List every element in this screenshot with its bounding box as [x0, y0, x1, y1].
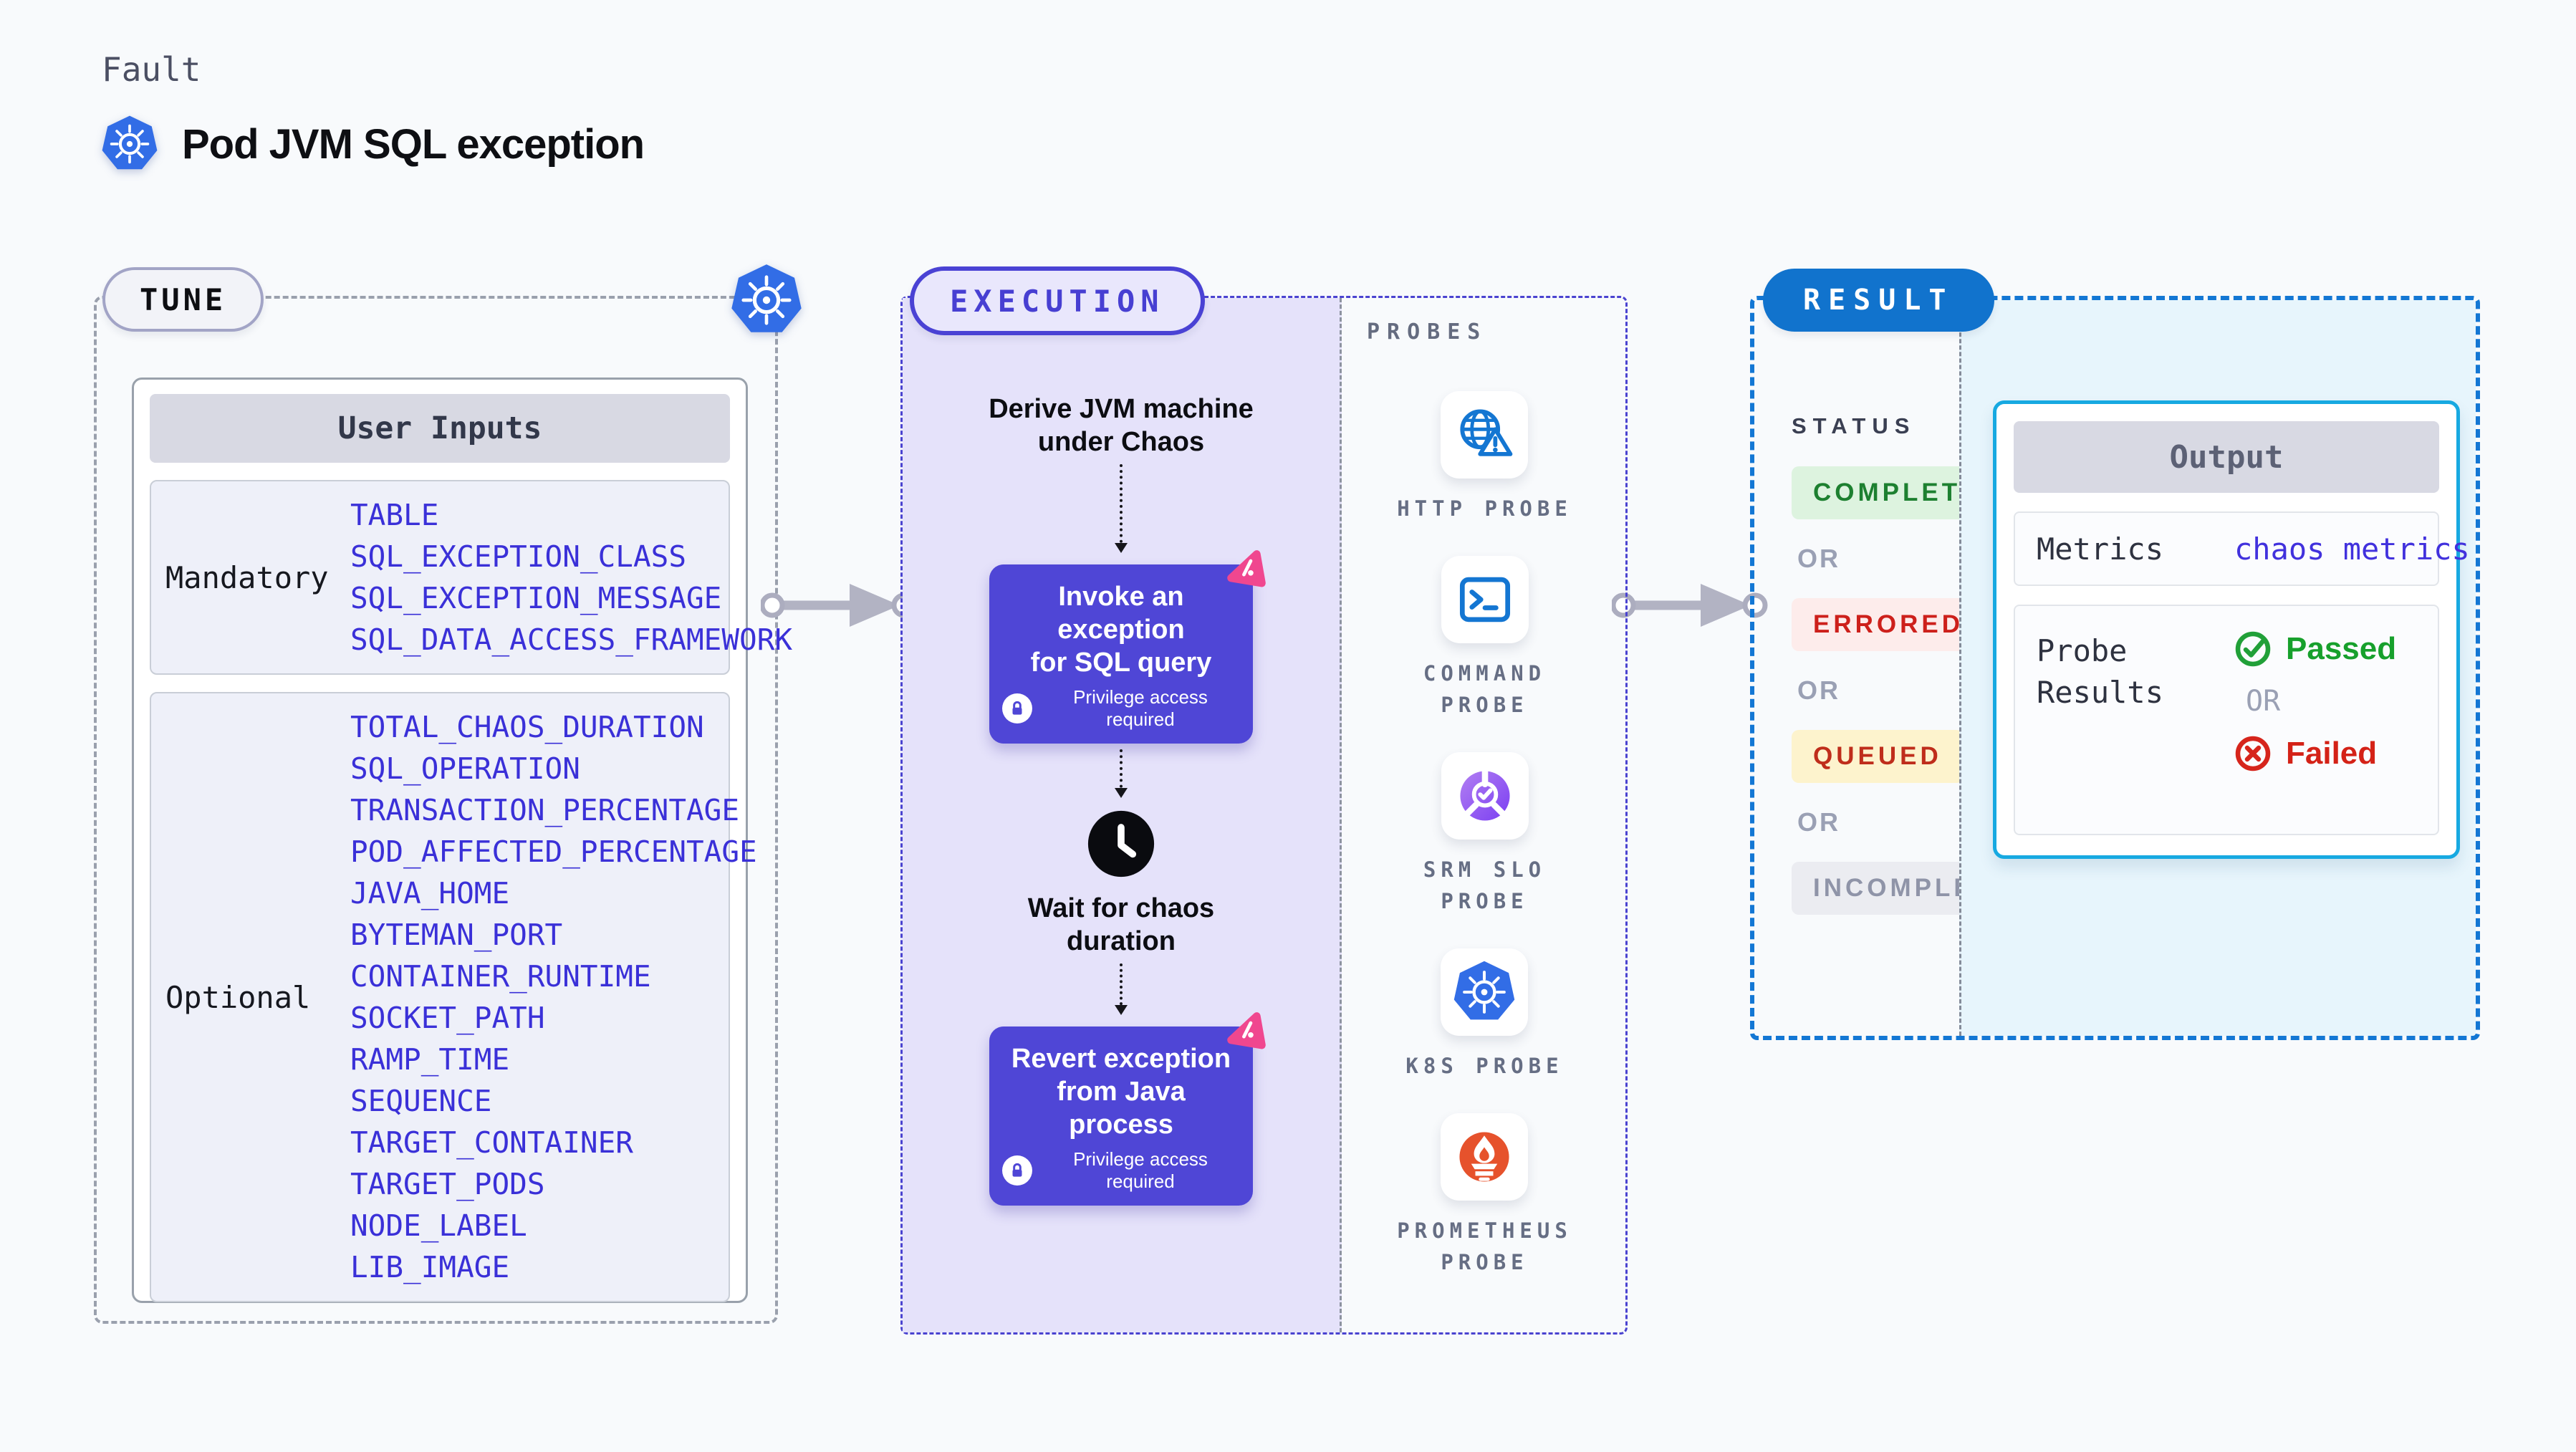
param-value: TARGET_PODS: [350, 1167, 545, 1201]
lock-icon: [1002, 693, 1032, 723]
output-header: Output: [2014, 421, 2439, 493]
derive-step-label: Derive JVM machine under Chaos: [989, 394, 1254, 457]
mandatory-row: Mandatory TABLE SQL_EXCEPTION_CLASS SQL_…: [150, 480, 792, 675]
param-value: SQL_OPERATION: [350, 751, 580, 786]
param-value: SQL_EXCEPTION_MESSAGE: [350, 581, 722, 615]
invoke-step-node: Invoke an exception for SQL query Privil…: [989, 550, 1266, 744]
prometheus-flame-icon: [1441, 1113, 1529, 1201]
privilege-note: Privilege access required: [1002, 686, 1240, 731]
probe-label: SRM SLO PROBE: [1423, 857, 1547, 913]
probe-results-label: Probe Results: [2037, 633, 2164, 710]
probes-panel: PROBES: [1344, 298, 1625, 1332]
optional-row: Optional TOTAL_CHAOS_DURATION SQL_OPERAT…: [150, 692, 757, 1302]
or-separator: OR: [1797, 675, 1840, 705]
check-circle-icon: [2235, 631, 2271, 667]
metrics-row: Metrics chaos metrics: [2014, 511, 2470, 586]
revert-step-label: Revert exception from Java process: [1011, 1044, 1231, 1140]
globe-alert-icon: [1441, 391, 1529, 479]
execution-section: EXECUTION Derive JVM machine under Chaos…: [900, 266, 1628, 1335]
flow-connector: [1115, 464, 1128, 553]
probes-header: PROBES: [1367, 319, 1488, 345]
execution-badge: EXECUTION: [910, 266, 1205, 335]
result-section: RESULT STATUS COMPLETED OR ERRORED OR QU…: [1750, 269, 2480, 1040]
x-circle-icon: [2235, 736, 2271, 771]
chaos-pink-icon: [1227, 1012, 1266, 1049]
kubernetes-icon: [1441, 948, 1529, 1036]
invoke-step-label: Invoke an exception for SQL query: [1030, 582, 1212, 678]
result-output-panel: Output Metrics chaos metrics Probe Resul…: [1959, 300, 2476, 1036]
revert-step-node: Revert exception from Java process Privi…: [989, 1012, 1266, 1206]
probe-item-prometheus: PROMETHEUS PROBE: [1397, 1113, 1572, 1278]
status-header: STATUS: [1792, 413, 1916, 438]
probe-label: COMMAND PROBE: [1423, 661, 1547, 717]
result-badge: RESULT: [1763, 269, 1994, 332]
terminal-icon: [1441, 556, 1529, 643]
privilege-note: Privilege access required: [1002, 1148, 1240, 1193]
param-value: SEQUENCE: [350, 1084, 492, 1118]
passed-label: Passed: [2286, 631, 2397, 666]
page-title: Pod JVM SQL exception: [182, 120, 645, 168]
param-value: SQL_DATA_ACCESS_FRAMEWORK: [350, 622, 793, 657]
probe-results-row: Probe Results Passed OR: [2014, 605, 2439, 835]
param-value: SOCKET_PATH: [350, 1001, 545, 1035]
mandatory-values: TABLE SQL_EXCEPTION_CLASS SQL_EXCEPTION_…: [350, 500, 792, 655]
kubernetes-icon: [102, 115, 158, 170]
param-value: TABLE: [350, 498, 439, 532]
page-header: Pod JVM SQL exception: [100, 113, 645, 175]
optional-values: TOTAL_CHAOS_DURATION SQL_OPERATION TRANS…: [350, 712, 757, 1282]
probe-item-command: COMMAND PROBE: [1423, 556, 1546, 721]
or-separator: OR: [1797, 807, 1840, 837]
probe-item-k8s: K8S PROBE: [1405, 948, 1563, 1082]
param-value: BYTEMAN_PORT: [350, 918, 563, 952]
probe-item-srm-slo: SRM SLO PROBE: [1423, 752, 1546, 917]
param-value: JAVA_HOME: [350, 876, 510, 910]
tune-badge: TUNE: [102, 267, 264, 332]
param-value: TOTAL_CHAOS_DURATION: [350, 710, 704, 744]
probe-label: K8S PROBE: [1405, 1054, 1564, 1078]
flow-arrow-execution-to-result: [1612, 584, 1768, 627]
param-value: CONTAINER_RUNTIME: [350, 959, 651, 994]
wait-step-label: Wait for chaos duration: [1027, 893, 1215, 956]
failed-label: Failed: [2286, 736, 2378, 771]
probe-item-http: HTTP PROBE: [1397, 391, 1572, 524]
user-inputs-table: User Inputs Mandatory TABLE SQL_EXCEPTIO…: [132, 378, 792, 1303]
wait-clock-icon: [1087, 809, 1155, 882]
slo-gauge-icon: [1441, 752, 1529, 840]
param-value: TARGET_CONTAINER: [350, 1125, 633, 1160]
probe-label: HTTP PROBE: [1397, 496, 1572, 521]
probe-passed: Passed: [2234, 630, 2396, 668]
mandatory-label: Mandatory: [165, 559, 329, 595]
or-separator: OR: [1797, 544, 1840, 573]
status-badge-queued: QUEUED: [1792, 730, 1964, 783]
output-card: Output Metrics chaos metrics Probe Resul…: [1993, 400, 2470, 859]
fault-kicker: Fault: [102, 50, 201, 89]
probe-failed: Failed: [2234, 735, 2396, 772]
metrics-value: chaos metrics: [2234, 531, 2470, 567]
tune-section: TUNE User Inputs Mandatory TABLE SQL_EXC…: [94, 264, 802, 1324]
optional-label: Optional: [165, 979, 311, 1015]
privilege-note-text: Privilege access required: [1073, 1148, 1208, 1192]
or-separator: OR: [2246, 685, 2281, 718]
param-value: NODE_LABEL: [350, 1208, 527, 1243]
lock-icon: [1002, 1155, 1032, 1186]
param-value: POD_AFFECTED_PERCENTAGE: [350, 835, 757, 869]
metrics-label: Metrics: [2037, 531, 2164, 567]
execution-flow-panel: Derive JVM machine under Chaos Invoke an…: [903, 298, 1342, 1332]
param-value: LIB_IMAGE: [350, 1250, 510, 1284]
probe-label: PROMETHEUS PROBE: [1397, 1218, 1572, 1274]
probe-results-values: Passed OR Failed: [2234, 630, 2396, 772]
flow-arrow-tune-to-execution: [761, 584, 917, 627]
chaos-pink-icon: [1227, 550, 1266, 587]
param-value: SQL_EXCEPTION_CLASS: [350, 539, 686, 574]
privilege-note-text: Privilege access required: [1073, 686, 1208, 730]
user-inputs-header: User Inputs: [150, 394, 730, 463]
param-value: RAMP_TIME: [350, 1042, 510, 1077]
param-value: TRANSACTION_PERCENTAGE: [350, 793, 740, 827]
status-badge-errored: ERRORED: [1792, 598, 1986, 651]
flow-connector: [1115, 963, 1128, 1015]
kubernetes-icon: [731, 264, 802, 332]
flow-connector: [1115, 749, 1128, 798]
